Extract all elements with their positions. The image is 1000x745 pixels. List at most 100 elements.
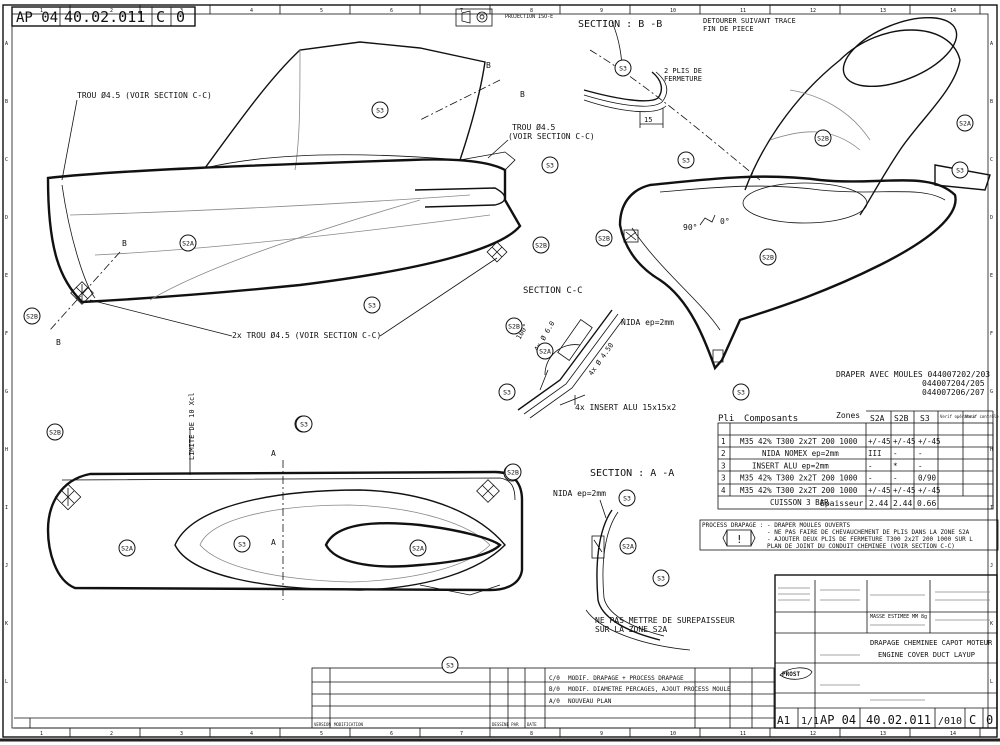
process-line-1: - DRAPER MOULES OUVERTS <box>767 522 850 529</box>
svg-text:!: ! <box>736 533 743 546</box>
zone-bubble-label: S3 <box>238 541 246 549</box>
revision-footer-date: DATE <box>527 722 537 727</box>
zone-bubble-circle <box>23 307 41 325</box>
title-box-rev: C <box>156 8 165 26</box>
grid-row-label-right: D <box>990 215 993 221</box>
grid-row-label-right: A <box>990 41 993 47</box>
zone-bubble: S2B <box>504 463 522 481</box>
label-trou-bottom: 2x TROU Ø4.5 (VOIR SECTION C-C) <box>232 330 381 340</box>
title-block-scale: 1/1 <box>801 716 819 727</box>
leader-trou-mid <box>487 139 509 159</box>
iso-view <box>589 16 991 371</box>
zone-bubble-circle <box>677 151 695 169</box>
grid-col-label-top: 8 <box>530 8 533 14</box>
zone-bubble: S3 <box>441 656 459 674</box>
ply-header-s2a: S2A <box>870 414 885 423</box>
zone-bubble-label: S3 <box>446 662 454 670</box>
zone-bubble-label: S3 <box>503 389 511 397</box>
process-label: PROCESS DRAPAGE : <box>702 522 763 529</box>
ply-header-components: Composants <box>744 414 798 424</box>
section-bb-title: SECTION : B -B <box>578 19 662 30</box>
zone-bubble-circle <box>179 234 197 252</box>
process-line-3: - AJOUTER DEUX PLIS DE FERMETURE T300 2x… <box>767 536 973 543</box>
zone-bubble-circle <box>732 383 750 401</box>
ply-cell: 1 <box>721 437 726 446</box>
zone-bubble: S3 <box>498 383 516 401</box>
process-line-4: PLAN DE JOINT DU CONDUIT CHEMINEE (VOIR … <box>767 543 955 550</box>
zone-bubble: S2A <box>118 539 136 557</box>
ply-cell: INSERT ALU ep=2mm <box>752 461 829 470</box>
ply-cell: - <box>893 474 898 483</box>
ply-cell: M35 42% T300 2x2T 200 1000 <box>740 486 858 495</box>
label-trou-mid-1: TROU Ø4.5 <box>512 122 556 132</box>
zone-bubble-label: S2A <box>959 120 971 128</box>
zone-bubble-label: S3 <box>623 495 631 503</box>
mark-b-3: B <box>486 61 491 70</box>
ply-cell: - <box>868 461 873 470</box>
draper-line-2: 044007204/205 <box>922 379 985 388</box>
zone-bubble-circle <box>759 248 777 266</box>
grid-col-label-bottom: 4 <box>250 731 253 737</box>
zone-bubble-circle <box>409 539 427 557</box>
zone-bubble-label: S3 <box>546 162 554 170</box>
section-aa-title: SECTION : A -A <box>590 468 674 479</box>
title-box-top-left: AP 04 40.02.011 C 0 <box>11 6 196 27</box>
revision-rev-1: B/0 <box>549 686 560 693</box>
zone-bubble-label: S2B <box>26 313 38 321</box>
zone-bubble-circle <box>595 229 613 247</box>
title-block-title-en: ENGINE COVER DUCT LAYUP <box>878 651 975 659</box>
section-bb-detourer-2: FIN DE PIECE <box>703 25 754 33</box>
ply-cell: +/-45 <box>868 486 891 495</box>
zone-bubble-label: S2A <box>622 543 634 551</box>
zone-bubble-circle <box>536 342 554 360</box>
zone-bubble: S3 <box>732 383 750 401</box>
label-trou-top: TROU Ø4.5 (VOIR SECTION C-C) <box>77 90 212 100</box>
ply-cell: CUISSON 3 BAR <box>770 498 829 507</box>
mark-b-4: B <box>520 90 525 99</box>
grid-row-label-right: I <box>990 505 993 511</box>
grid-row-label-right: F <box>990 331 993 337</box>
zone-bubble-label: S2B <box>817 135 829 143</box>
section-cc-nida: NIDA ep=2mm <box>621 318 674 327</box>
projection-label: PROJECTION ISO-E <box>505 14 553 20</box>
ply-cell: - <box>893 449 898 458</box>
grid-col-label-bottom: 11 <box>740 731 746 737</box>
section-bb-detourer-1: DETOURER SUIVANT TRACE <box>703 17 796 25</box>
mark-b-2: B <box>56 338 61 347</box>
zone-bubble-circle <box>363 296 381 314</box>
grid-col-label-bottom: 3 <box>180 731 183 737</box>
zone-bubble: S2B <box>505 317 523 335</box>
grid-col-label-top: 2 <box>110 8 113 14</box>
zone-bubble-label: S3 <box>368 302 376 310</box>
zone-bubble: S2A <box>956 114 974 132</box>
zone-bubble-circle <box>233 535 251 553</box>
zone-bubble-circle <box>295 415 313 433</box>
grid-col-label-top: 13 <box>880 8 886 14</box>
zone-bubble-label: S3 <box>737 389 745 397</box>
section-aa-note-2: SUR LA ZONE S2A <box>595 625 667 634</box>
grid-row-label-left: A <box>5 41 8 47</box>
zone-bubble-label: S3 <box>956 167 964 175</box>
grid-col-label-top: 5 <box>320 8 323 14</box>
ply-header-pli: Pli <box>718 414 734 424</box>
zone-bubble-circle <box>46 423 64 441</box>
zone-bubble: S2B <box>532 236 550 254</box>
section-cc-insert: 4x INSERT ALU 15x15x2 <box>575 403 676 412</box>
zone-bubble-circle <box>541 156 559 174</box>
top-view <box>46 430 524 600</box>
zone-bubble: S3 <box>233 535 251 553</box>
grid-col-label-bottom: 6 <box>390 731 393 737</box>
zone-bubble-circle <box>614 59 632 77</box>
ply-cell: +/-45 <box>868 437 891 446</box>
zone-bubble-label: S3 <box>300 421 308 429</box>
grid-row-label-left: L <box>5 679 8 685</box>
revision-footer-dessine: DESSINE PAR <box>492 722 519 727</box>
section-cc-title: SECTION C-C <box>523 286 583 296</box>
ply-thickness-s2b: 2.44 <box>893 499 912 508</box>
title-block-mass-label: MASSE ESTIMEE <box>870 614 909 620</box>
ply-thickness-label: Epaisseur <box>820 499 864 508</box>
ply-header-verif-op: Verif opérateur <box>940 414 977 419</box>
projection-symbol: PROJECTION ISO-E <box>455 8 553 27</box>
grid-col-label-top: 11 <box>740 8 746 14</box>
